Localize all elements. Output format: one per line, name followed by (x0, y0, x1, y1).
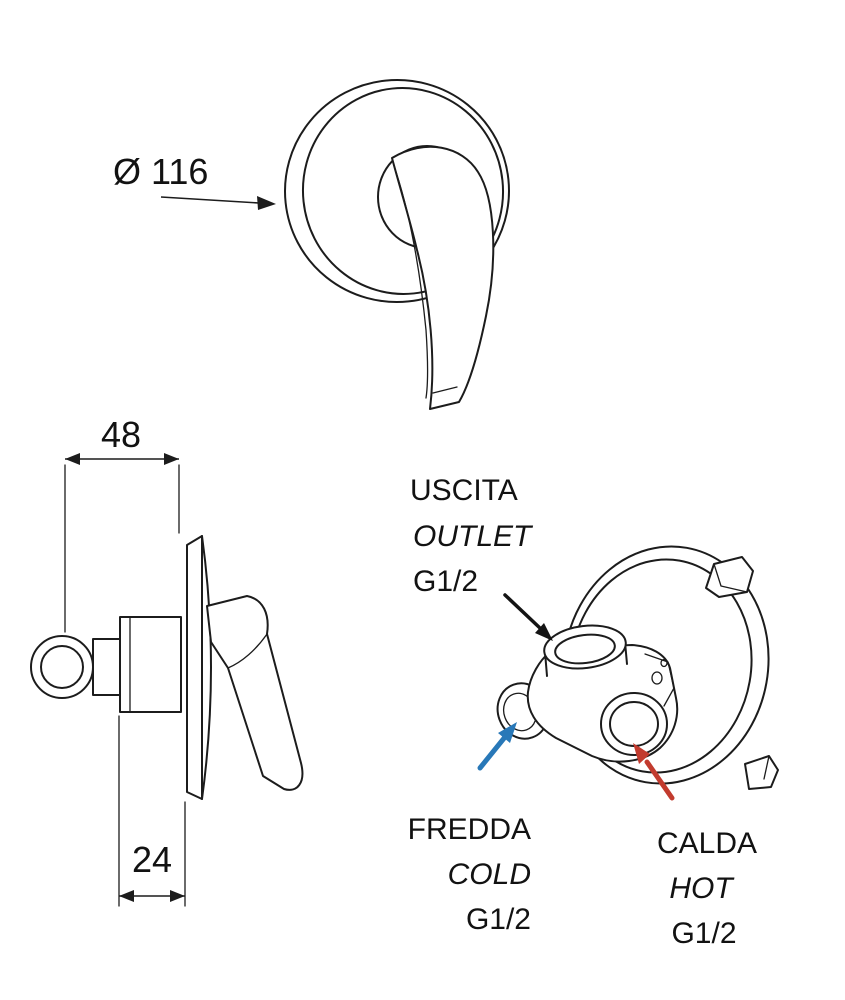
depth-arrowhead-left (119, 890, 134, 902)
outlet-arrowhead (535, 623, 553, 641)
side-plate (186, 535, 203, 800)
outlet-arrow (503, 593, 543, 631)
outlet-label-en: OUTLET (413, 520, 534, 553)
cold-arrow (477, 734, 508, 771)
cold-label-it: FREDDA (408, 813, 531, 846)
hot-arrow (644, 759, 675, 801)
perspective-lever-tip (744, 755, 779, 790)
front-view-drawing: Ø 116 (113, 78, 510, 410)
diameter-dimension: Ø 116 (113, 151, 276, 210)
side-body-main (119, 616, 182, 713)
cold-label-en: COLD (448, 858, 531, 891)
hot-annotation: CALDA HOT G1/2 (633, 743, 757, 950)
perspective-body-screw (651, 671, 663, 685)
perspective-body-screw-small (660, 658, 668, 668)
side-view-drawing: 48 24 (30, 414, 304, 907)
hot-thread-label: G1/2 (671, 917, 736, 950)
front-plate-inner (301, 87, 505, 295)
perspective-view-drawing (496, 545, 779, 790)
side-body-neck (92, 638, 121, 696)
side-handle-edge-line (227, 633, 268, 669)
hot-arrowhead (633, 743, 650, 764)
front-handle-lever (391, 145, 495, 410)
perspective-body-facet-lines (644, 653, 675, 707)
hot-label-en: HOT (669, 872, 735, 905)
cold-annotation: FREDDA COLD G1/2 (408, 722, 531, 936)
front-handle-edge-line (395, 171, 429, 399)
width-dimension: 48 (64, 414, 180, 633)
front-handle-tip-line (432, 386, 458, 394)
side-fitting-inner (40, 645, 84, 689)
perspective-handle-knob-edge (713, 563, 748, 593)
width-arrowhead-left (65, 453, 80, 465)
perspective-outlet-port-inner (554, 633, 616, 665)
side-handle (206, 595, 304, 791)
outlet-annotation: USCITA OUTLET G1/2 (410, 474, 553, 641)
depth-dimension: 24 (118, 715, 186, 907)
side-plate-dome-arc (201, 535, 212, 800)
width-dimension-label: 48 (101, 414, 141, 455)
depth-arrowhead-right (170, 890, 185, 902)
diameter-leader-line (160, 196, 260, 204)
diameter-dimension-label: Ø 116 (113, 151, 208, 192)
outlet-label-it: USCITA (410, 474, 518, 507)
perspective-lever-tip-edge (763, 755, 770, 780)
outlet-thread-label: G1/2 (413, 565, 478, 598)
cold-thread-label: G1/2 (466, 903, 531, 936)
width-arrowhead-right (164, 453, 179, 465)
diameter-leader-arrowhead (257, 196, 276, 210)
depth-dimension-label: 24 (132, 839, 172, 880)
cold-arrowhead (498, 722, 517, 743)
hot-label-it: CALDA (657, 827, 757, 860)
